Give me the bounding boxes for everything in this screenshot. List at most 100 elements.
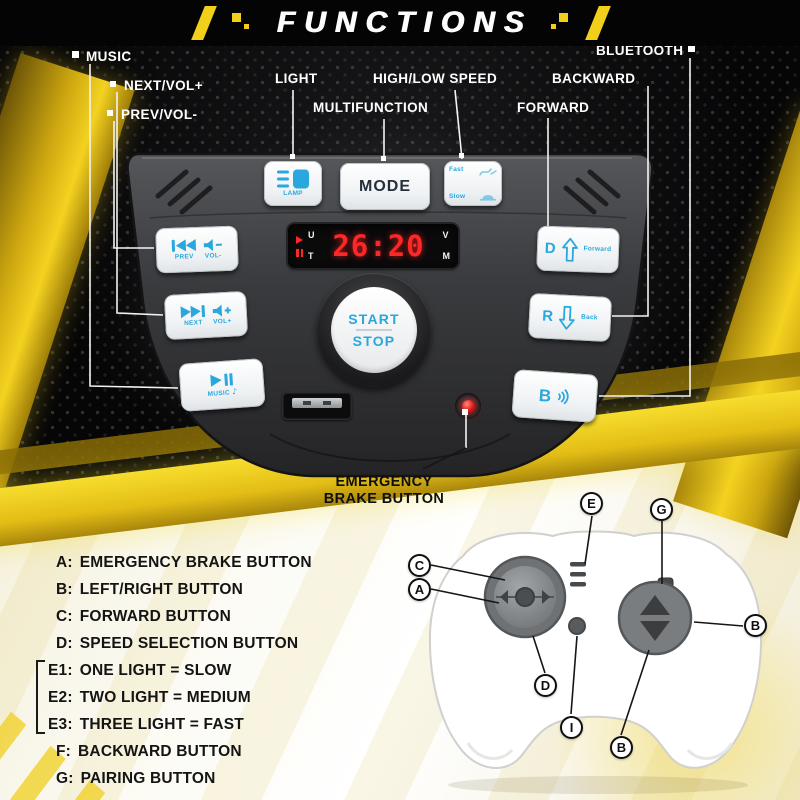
- usb-tongue: [292, 398, 342, 408]
- start-stop-face: START STOP: [331, 287, 417, 373]
- callout-prev-vol: PREV/VOL-: [121, 107, 198, 122]
- right-arrow-icon: [542, 590, 550, 604]
- display-time: 26:20: [332, 229, 425, 263]
- rabbit-icon: [479, 168, 497, 176]
- brake-indicator-led: [455, 393, 481, 419]
- legend-row-e1: E1:ONE LIGHT = SLOW: [48, 661, 232, 679]
- speed-fast-label: Fast: [449, 166, 464, 173]
- badge-e: E: [580, 492, 603, 515]
- vol-minus-label: VOL-: [204, 251, 222, 260]
- legend-e-bracket: [36, 660, 45, 734]
- speed-slow-label: Slow: [449, 192, 466, 200]
- badge-a: A: [408, 578, 431, 601]
- remote-control: [428, 530, 763, 794]
- led-display: U T 26:20 V M: [288, 224, 458, 268]
- arrow-up-icon: [561, 237, 578, 262]
- back-gear-button[interactable]: R Back: [527, 292, 613, 343]
- forward-letter: D: [544, 239, 556, 258]
- legend: A:EMERGENCY BRAKE BUTTON B:LEFT/RIGHT BU…: [36, 549, 312, 792]
- music-note-icon: ♪: [231, 386, 238, 397]
- legend-row-d: D:SPEED SELECTION BUTTON: [56, 634, 299, 652]
- prev-track-icon: [171, 239, 197, 253]
- banner-accent-slash-right: [585, 6, 611, 40]
- play-pause-button[interactable]: MUSIC ♪: [178, 358, 266, 412]
- callout-multifunction: MULTIFUNCTION: [313, 100, 429, 115]
- remote-speed-select-button[interactable]: [568, 617, 586, 635]
- stop-label: STOP: [352, 332, 396, 349]
- display-letter-v: V: [442, 230, 449, 240]
- legend-row-e3: E3:THREE LIGHT = FAST: [48, 715, 244, 733]
- display-letter-t: T: [308, 251, 314, 261]
- remote-speed-led-bars: [570, 562, 586, 587]
- led-red-dot: [461, 399, 475, 413]
- left-arrow-icon: [500, 590, 508, 604]
- mode-button[interactable]: MODE: [340, 163, 430, 210]
- pair-letter: B: [538, 385, 552, 406]
- header-banner: FUNCTIONS: [0, 0, 800, 46]
- signal-waves-icon: [558, 389, 569, 405]
- remote-right-pad[interactable]: [617, 580, 693, 656]
- emergency-line2: BRAKE BUTTON: [323, 491, 445, 507]
- badge-b-right: B: [744, 614, 767, 637]
- banner-accent-square: [559, 13, 568, 22]
- start-stop-button[interactable]: START STOP: [317, 273, 431, 387]
- legend-row-b: B:LEFT/RIGHT BUTTON: [56, 580, 244, 598]
- display-letter-u: U: [308, 230, 315, 240]
- callout-forward: FORWARD: [517, 100, 590, 115]
- pause-indicator-icon: [296, 248, 303, 257]
- vol-plus-label: VOL+: [212, 317, 232, 326]
- music-text: MUSIC: [207, 389, 231, 398]
- remote-body: [428, 530, 763, 769]
- badge-i: I: [560, 716, 583, 739]
- turtle-icon: [480, 195, 496, 201]
- next-track-icon: [180, 305, 206, 319]
- lamp-button[interactable]: LAMP: [264, 161, 322, 206]
- remote-backward-trigger-icon: [640, 621, 670, 641]
- next-track-button[interactable]: NEXT VOL+: [163, 290, 249, 341]
- remote-grip-shade-right: [686, 742, 734, 760]
- remote-brake-center-button[interactable]: [515, 587, 535, 607]
- banner-accent-square: [232, 13, 241, 22]
- callout-bluetooth: BLUETOOTH: [596, 43, 684, 58]
- callout-music: MUSIC: [86, 49, 132, 64]
- forward-gear-button[interactable]: D Forward: [536, 225, 620, 274]
- display-right-letters: V M: [443, 231, 451, 261]
- mode-label: MODE: [359, 177, 411, 195]
- headlight-icon: [277, 169, 309, 189]
- legend-row-f: F:BACKWARD BUTTON: [56, 742, 242, 760]
- legend-row-g: G:PAIRING BUTTON: [56, 769, 216, 787]
- volume-minus-icon: [203, 238, 222, 251]
- start-stop-divider: [356, 329, 392, 331]
- legend-row-a: A:EMERGENCY BRAKE BUTTON: [56, 553, 312, 571]
- prev-track-button[interactable]: PREV VOL-: [155, 225, 239, 274]
- callout-next-vol: NEXT/VOL+: [124, 78, 203, 93]
- panel-bottom-groove: [269, 433, 511, 462]
- banner-accent-slash-left: [191, 6, 217, 40]
- speed-button[interactable]: Fast Slow: [444, 161, 502, 206]
- forward-label: Forward: [583, 245, 612, 254]
- music-label: MUSIC ♪: [207, 386, 238, 399]
- prev-label: PREV: [174, 253, 194, 262]
- remote-shadow: [448, 776, 748, 794]
- callout-backward: BACKWARD: [552, 71, 636, 86]
- page-title: FUNCTIONS: [276, 6, 533, 39]
- volume-plus-icon: [212, 304, 231, 317]
- next-label: NEXT: [183, 319, 203, 328]
- badge-b-bottom: B: [610, 736, 633, 759]
- banner-accent-square: [244, 24, 249, 29]
- usb-port: [282, 392, 352, 420]
- banner-accent-square: [551, 24, 556, 29]
- badge-d: D: [534, 674, 557, 697]
- remote-grip-shade-left: [466, 742, 514, 760]
- display-playback-icons: [296, 235, 303, 257]
- lamp-label: LAMP: [283, 190, 303, 198]
- play-pause-icon: [210, 373, 234, 387]
- emergency-line1: EMERGENCY: [335, 474, 433, 490]
- arrow-down-icon: [559, 305, 575, 330]
- legend-row-e2: E2:TWO LIGHT = MEDIUM: [48, 688, 251, 706]
- back-letter: R: [541, 307, 554, 326]
- panel-ridge: [149, 211, 627, 219]
- bluetooth-pairing-button[interactable]: B: [511, 369, 599, 423]
- callout-light: LIGHT: [275, 71, 318, 86]
